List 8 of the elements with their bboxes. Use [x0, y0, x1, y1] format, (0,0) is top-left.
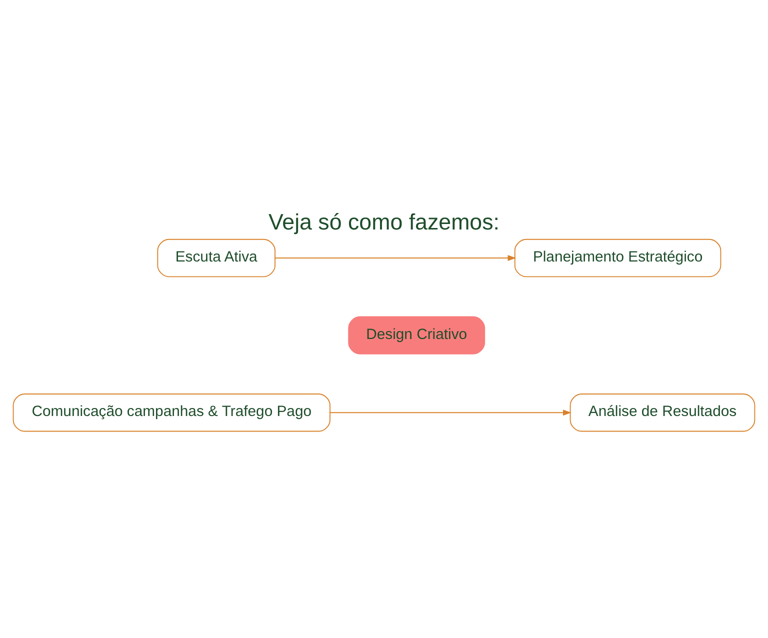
node-box: Análise de Resultados — [570, 393, 756, 432]
arrow — [274, 254, 516, 260]
node-box: Comunicação campanhas & Trafego Pago — [12, 393, 330, 432]
node-box: Escuta Ativa — [157, 238, 276, 277]
arrow — [330, 409, 572, 416]
node-box: Design Criativo — [348, 316, 486, 354]
diagram-title: Veja só como fazemos: — [268, 208, 500, 234]
node-box: Planejamento Estratégico — [514, 238, 722, 277]
